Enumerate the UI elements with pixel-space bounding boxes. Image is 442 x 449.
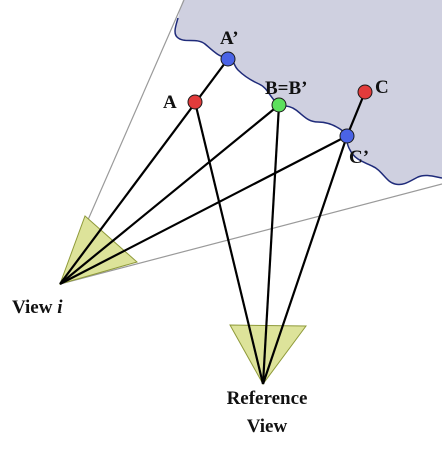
label-a: A (163, 92, 177, 113)
label-reference-view: View (247, 416, 288, 437)
point-a (187, 94, 203, 110)
label-c-prime: C’ (349, 147, 369, 168)
point-c-prime (339, 128, 355, 144)
segment-c-prime-to-c (345, 91, 367, 137)
label-view-i-text: View (12, 297, 57, 318)
ray-view-i-to-c-prime (59, 135, 348, 285)
ray-view-i-to-b (59, 104, 280, 285)
label-view-i: View i (12, 297, 63, 318)
frustum-bound-lower (59, 183, 442, 285)
label-c: C (375, 77, 389, 98)
label-a-prime: A’ (220, 28, 239, 49)
label-b: B=B’ (265, 78, 308, 99)
ray-ref-to-a (193, 101, 265, 385)
surface-region (175, 0, 442, 185)
point-c (357, 84, 373, 100)
label-view-i-var: i (57, 297, 63, 318)
surface-boundary (174, 17, 442, 186)
ray-ref-to-b (261, 104, 281, 385)
point-a-prime (220, 51, 236, 67)
ray-ref-to-c-prime (261, 135, 349, 385)
point-b (271, 97, 287, 113)
reference-view-frustum (229, 324, 307, 385)
label-reference: Reference (227, 388, 308, 409)
